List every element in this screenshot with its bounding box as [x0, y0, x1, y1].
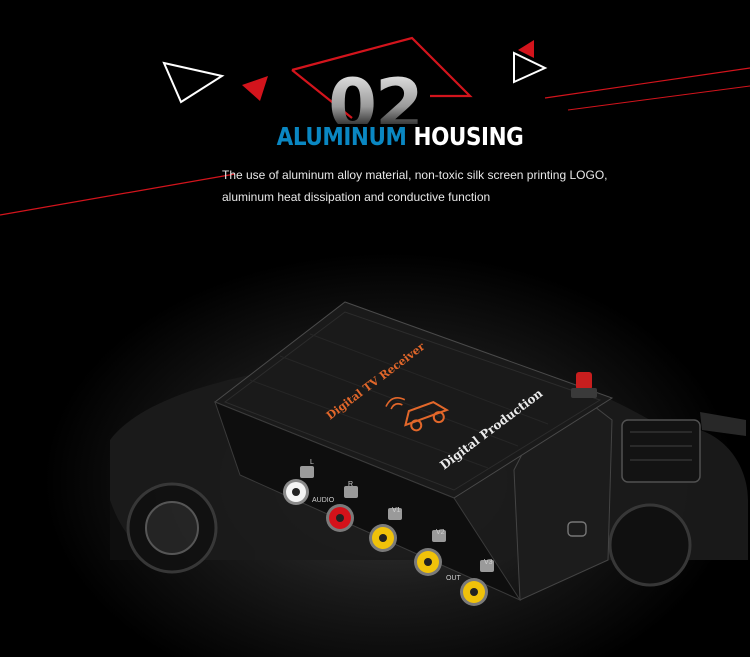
- red-line-right-lower: [567, 85, 750, 111]
- description-line-1: The use of aluminum alloy material, non-…: [222, 168, 608, 182]
- rca-port-icon: [414, 548, 442, 576]
- rca-port-icon: [369, 524, 397, 552]
- port-label-audio: AUDIO: [312, 497, 335, 504]
- port-label-v1: V1: [392, 507, 401, 514]
- rca-port-icon: [326, 504, 354, 532]
- section-number: 02: [300, 66, 450, 124]
- title-rest: HOUSING: [413, 122, 524, 151]
- red-triangle-icon: [242, 76, 268, 101]
- outline-triangle-icon: [162, 61, 225, 104]
- port-label-r: R: [348, 481, 353, 488]
- rca-port-icon: [460, 578, 488, 606]
- receiver-device: Digital TV Receiver Digital Production: [214, 301, 614, 606]
- car-grille: [621, 419, 701, 483]
- section-title: ALUMINUM HOUSING: [271, 122, 529, 152]
- port-label-v2: V2: [436, 529, 445, 536]
- outline-triangle-icon: [513, 51, 548, 84]
- red-frame-outline: [291, 69, 353, 119]
- description: The use of aluminum alloy material, non-…: [222, 164, 642, 208]
- rca-port-icon: [283, 479, 309, 505]
- red-frame-outline: [291, 36, 473, 98]
- port-label-l: L: [310, 459, 314, 466]
- red-line-right-upper: [544, 67, 750, 99]
- car-logo-icon: [385, 397, 450, 432]
- antenna-connector-icon: [576, 372, 592, 390]
- device-front: [214, 401, 522, 602]
- title-highlight: ALUMINUM: [276, 122, 407, 151]
- bnc-connectors: [300, 466, 494, 572]
- car-wheel: [608, 503, 692, 587]
- port-label-v3: V3: [484, 559, 493, 566]
- description-line-2: aluminum heat dissipation and conductive…: [222, 190, 491, 204]
- port-label-out: OUT: [446, 575, 462, 582]
- red-line-left: [0, 173, 236, 216]
- red-triangle-icon: [518, 40, 534, 58]
